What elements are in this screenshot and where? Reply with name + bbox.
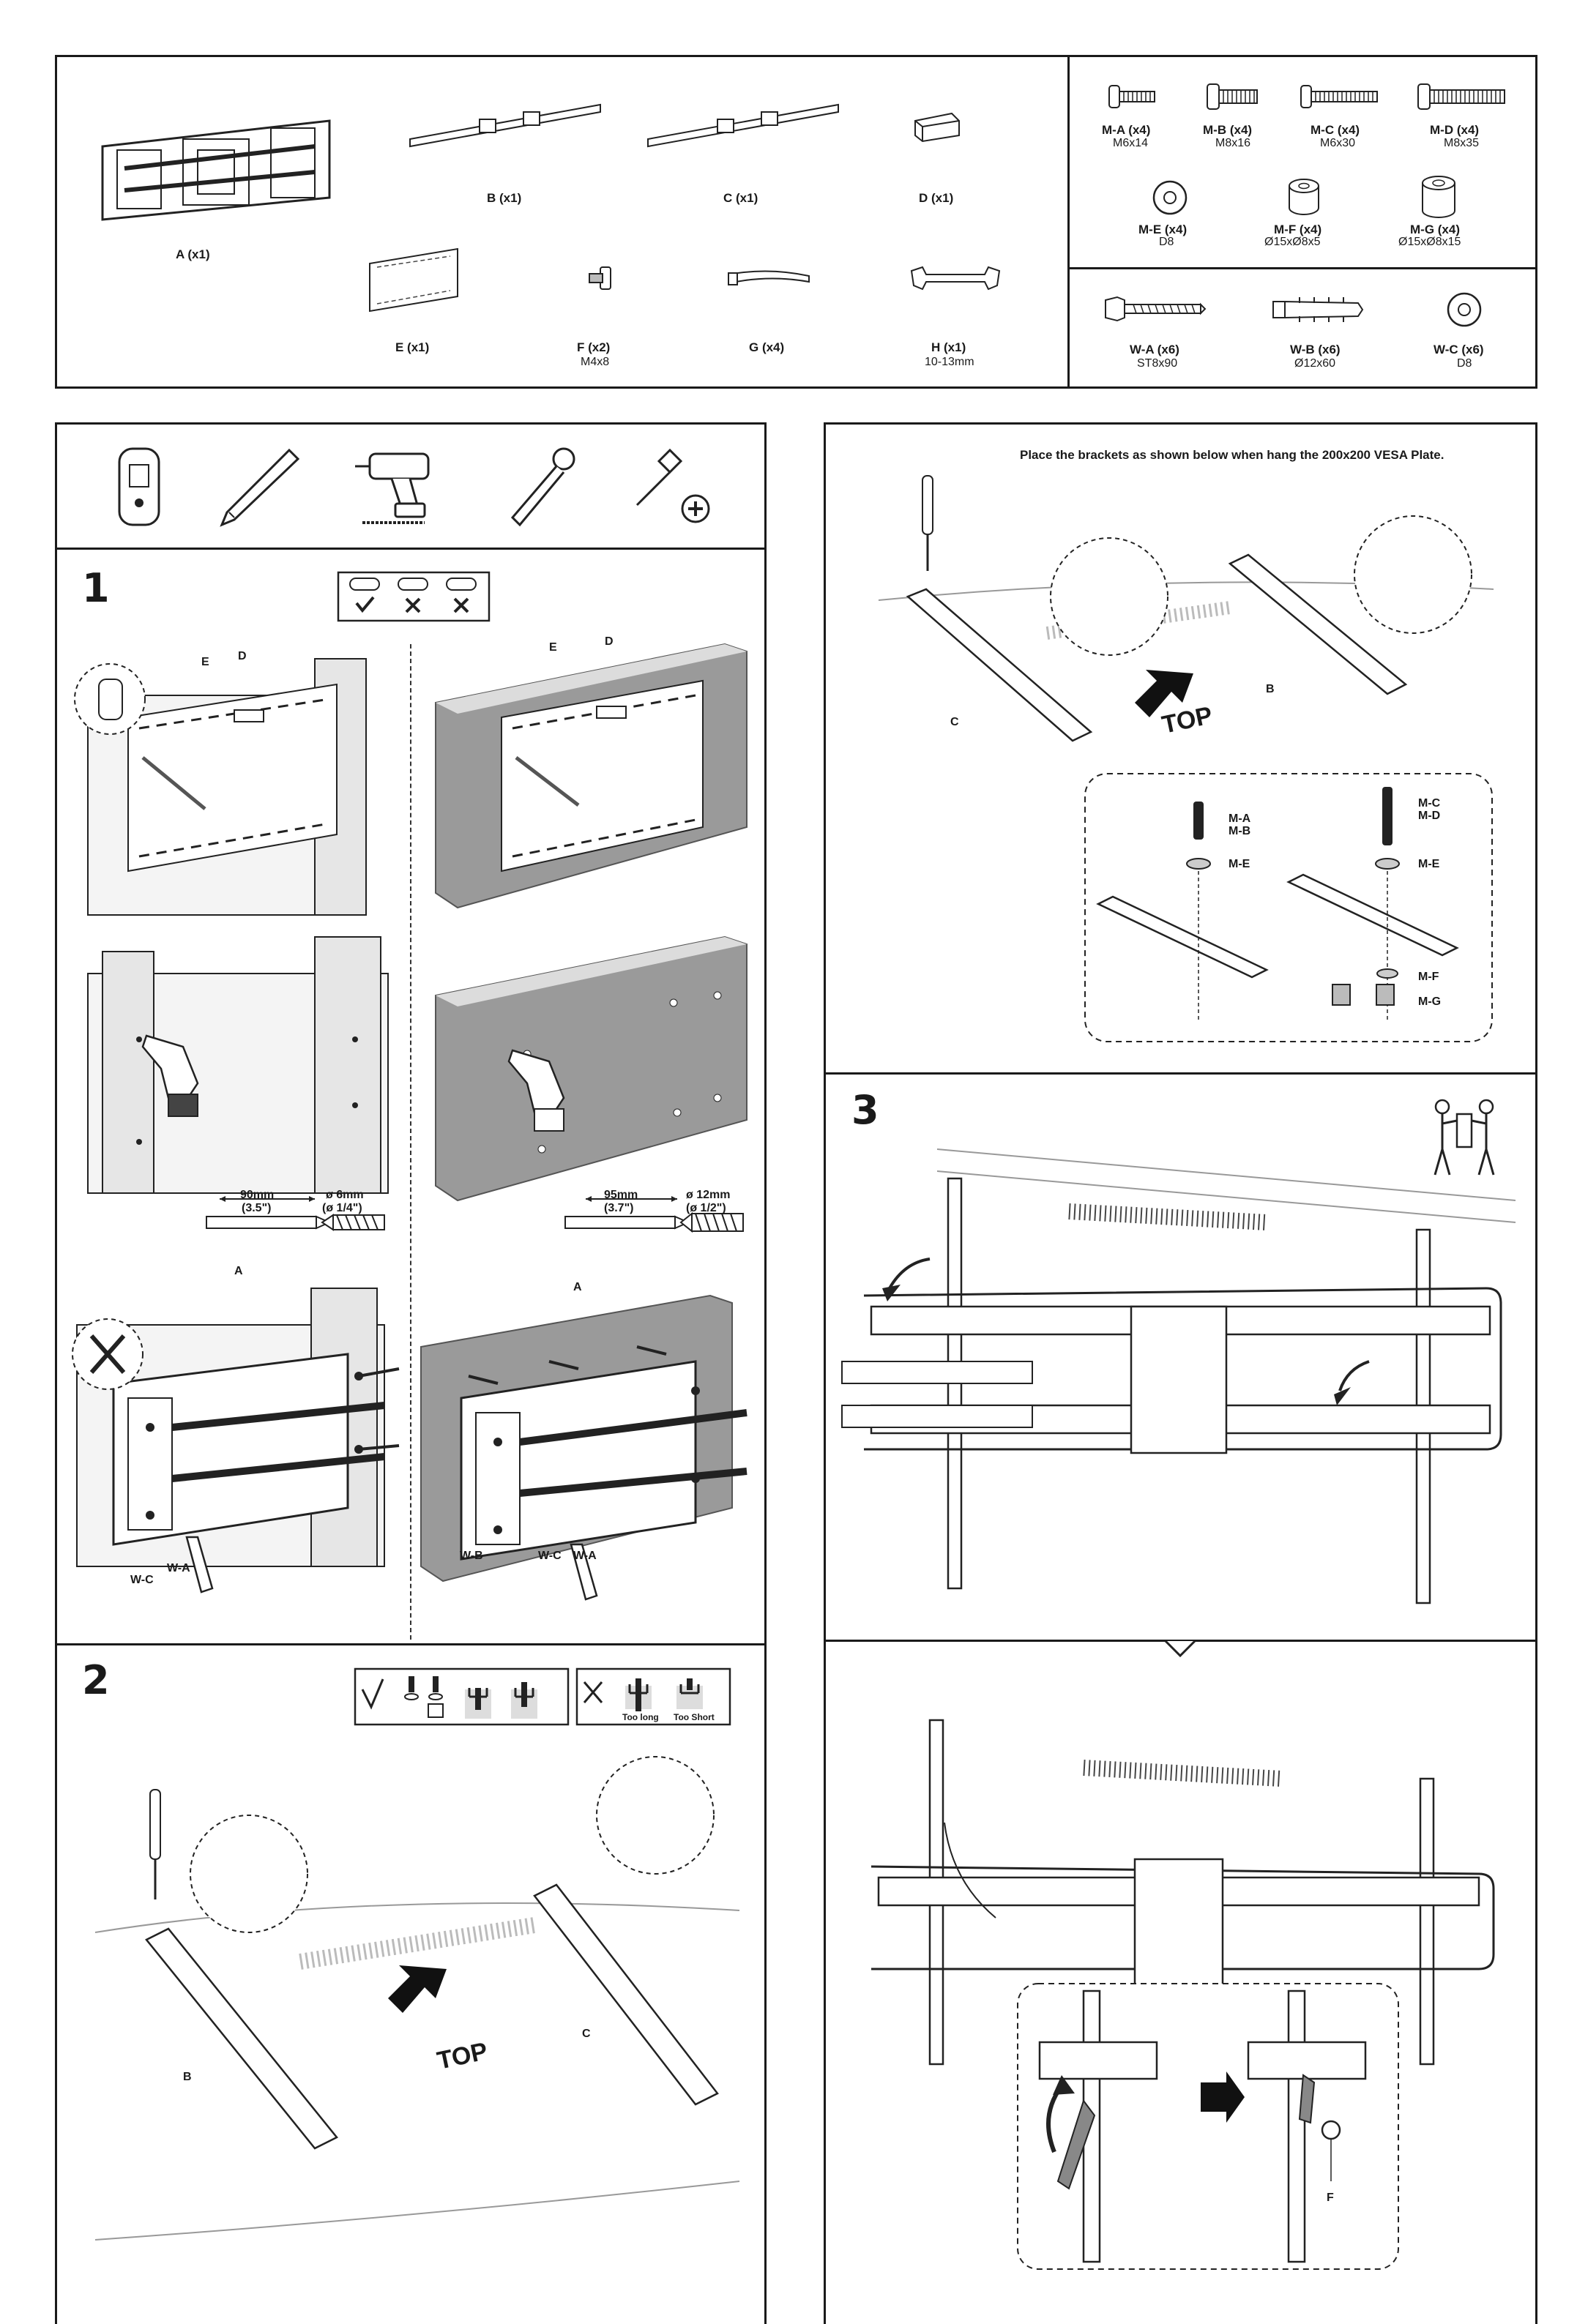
concrete-drill-length-in: (3.7") (604, 1202, 634, 1214)
concrete-drill-diameter-in: (ø 1/2") (686, 1202, 726, 1214)
step3-f-callout: F (1327, 2192, 1334, 2204)
w-b-spec: Ø12x60 (1294, 357, 1336, 370)
m-f-label: M-F (x4) (1274, 223, 1322, 236)
w-c-spec: D8 (1457, 357, 1472, 370)
m-e-label: M-E (x4) (1138, 223, 1188, 236)
m-b-label: M-B (x4) (1203, 123, 1253, 137)
step3-number: 3 (851, 1087, 879, 1133)
m-g-label: M-G (x4) (1410, 223, 1460, 236)
too-long-label: Too long (622, 1712, 659, 1722)
concrete-a-callout: A (573, 1281, 582, 1293)
step2b-b-callout: B (1266, 683, 1275, 695)
part-h-label: H (x1) (931, 340, 966, 354)
tools-divider (55, 548, 767, 550)
part-e-label: E (x1) (395, 340, 430, 354)
concrete-drill-length: 95mm (604, 1189, 638, 1201)
w-b-label: W-B (x6) (1290, 343, 1341, 356)
inset-me2-callout: M-E (1418, 858, 1440, 870)
inset-mc-callout: M-C (1418, 797, 1441, 810)
w-a-spec: ST8x90 (1137, 357, 1178, 370)
inset-ma-callout: M-A (1229, 812, 1251, 825)
step2-b-callout: B (183, 2071, 192, 2083)
m-e-spec: D8 (1159, 236, 1174, 248)
wood-concrete-divider (410, 644, 411, 1640)
wood-drill-length-in: (3.5") (242, 1202, 272, 1214)
wood-wa-callout: W-A (167, 1562, 190, 1574)
vesa-plate-note: Place the brackets as shown below when h… (1020, 448, 1444, 462)
parts-divider-vertical (1067, 55, 1070, 389)
parts-divider-horizontal (1067, 267, 1537, 269)
wood-wc-callout: W-C (130, 1574, 154, 1586)
concrete-drill-diameter: ø 12mm (686, 1189, 731, 1201)
concrete-d-callout: D (605, 635, 614, 648)
step1-step2-divider (55, 1643, 767, 1645)
m-g-spec: Ø15xØ8x15 (1398, 236, 1461, 248)
too-short-label: Too Short (674, 1712, 715, 1722)
wood-a-callout: A (234, 1265, 243, 1277)
wood-drill-diameter-in: (ø 1/4") (322, 1202, 362, 1214)
m-c-label: M-C (x4) (1311, 123, 1360, 137)
m-d-label: M-D (x4) (1430, 123, 1480, 137)
step1-number: 1 (82, 565, 110, 611)
concrete-e-callout: E (549, 641, 557, 654)
m-c-spec: M6x30 (1320, 137, 1356, 149)
m-d-spec: M8x35 (1444, 137, 1480, 149)
m-a-label: M-A (x4) (1102, 123, 1151, 137)
concrete-wc-callout: W-C (538, 1550, 562, 1562)
parts-panel (55, 55, 1537, 389)
concrete-wa-callout: W-A (573, 1550, 597, 1562)
wood-drill-length: 90mm (240, 1189, 275, 1201)
inset-mf-callout: M-F (1418, 971, 1439, 983)
part-f-label: F (x2) (577, 340, 611, 354)
step2-number: 2 (82, 1657, 110, 1703)
part-c-label: C (x1) (723, 191, 758, 205)
inset-md-callout: M-D (1418, 810, 1441, 822)
part-f-spec: M4x8 (581, 356, 610, 368)
m-b-spec: M8x16 (1215, 137, 1251, 149)
step2-c-callout: C (582, 2028, 591, 2040)
m-f-spec: Ø15xØ8x5 (1264, 236, 1321, 248)
wood-d-callout: D (238, 650, 247, 662)
inset-mb-callout: M-B (1229, 825, 1251, 837)
part-h-spec: 10-13mm (925, 356, 974, 368)
w-c-label: W-C (x6) (1434, 343, 1484, 356)
part-b-label: B (x1) (487, 191, 522, 205)
part-g-label: G (x4) (749, 340, 785, 354)
step2b-c-callout: C (950, 716, 959, 728)
wood-e-callout: E (201, 656, 209, 668)
part-a-label: A (x1) (176, 247, 210, 261)
inset-mg-callout: M-G (1418, 995, 1442, 1008)
step2b-step3-divider (824, 1072, 1537, 1075)
concrete-wb-callout: W-B (460, 1550, 483, 1562)
part-d-label: D (x1) (919, 191, 954, 205)
m-a-spec: M6x14 (1113, 137, 1149, 149)
step3-substep-divider (824, 1640, 1537, 1642)
wood-drill-diameter: ø 6mm (326, 1189, 364, 1201)
w-a-label: W-A (x6) (1130, 343, 1179, 356)
inset-me1-callout: M-E (1229, 858, 1250, 870)
